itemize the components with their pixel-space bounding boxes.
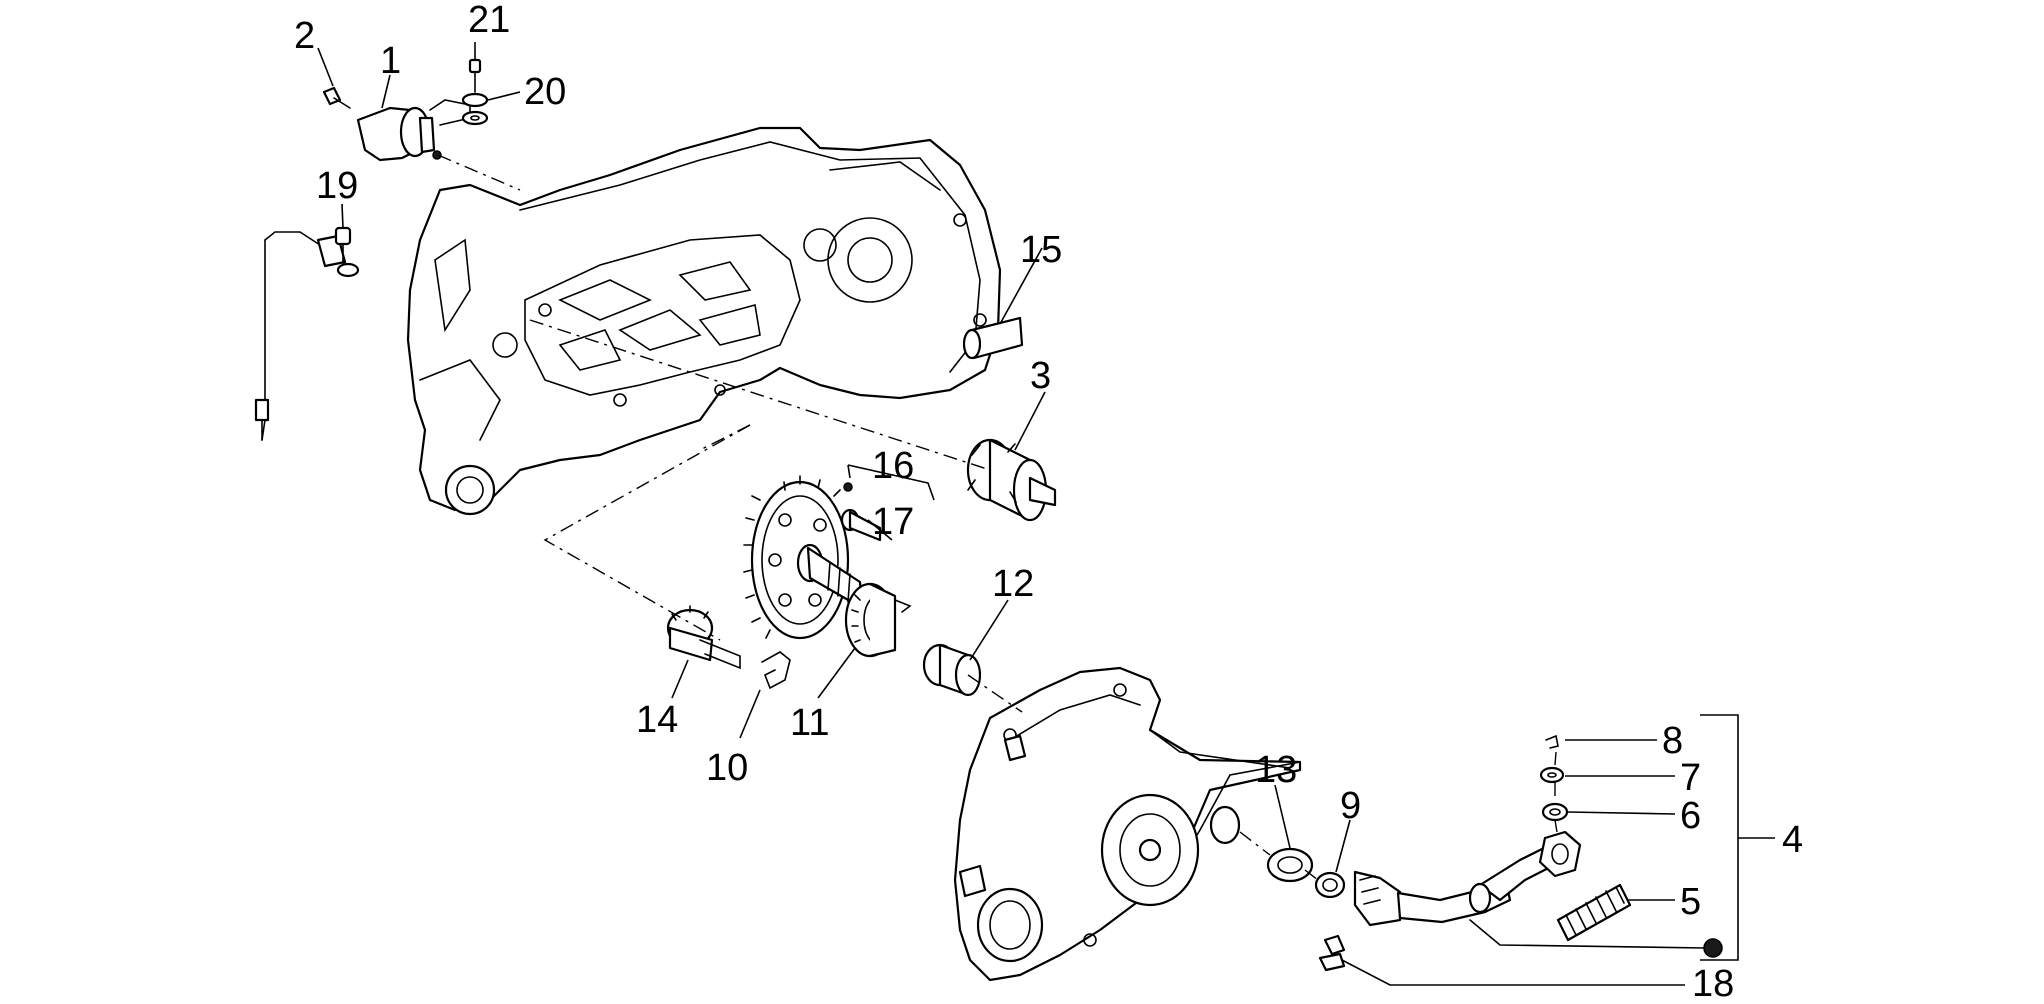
driven-gear-16 <box>743 475 864 640</box>
starter-gear-11 <box>844 582 912 658</box>
assembly-lines <box>437 154 1558 881</box>
callout-10: 10 <box>706 747 748 789</box>
callout-12: 12 <box>992 563 1034 605</box>
callout-14: 14 <box>636 699 678 741</box>
callout-13: 13 <box>1255 749 1297 791</box>
callout-3: 3 <box>1030 355 1051 397</box>
circlip-10 <box>761 651 791 690</box>
clip-8 <box>1545 734 1559 749</box>
oil-seal-13 <box>1209 805 1314 883</box>
callout-6: 6 <box>1680 795 1701 837</box>
screw-2 <box>322 86 351 109</box>
callout-1: 1 <box>380 40 401 82</box>
callout-9: 9 <box>1340 785 1361 827</box>
bush-12 <box>922 643 982 697</box>
starter-pinion-14 <box>666 605 741 670</box>
bolt-21 <box>468 58 482 93</box>
leader-lines <box>317 42 1775 986</box>
washer-7 <box>1539 766 1565 784</box>
callout-21: 21 <box>468 0 510 41</box>
callout-18: 18 <box>1692 963 1734 999</box>
cable-assembly-19 <box>254 226 360 441</box>
callout-16: 16 <box>872 445 914 487</box>
screw-18 <box>1318 934 1346 972</box>
callout-7: 7 <box>1680 757 1701 799</box>
rubber-grip-5 <box>1556 883 1632 942</box>
callout-20: 20 <box>524 71 566 113</box>
o-ring-9 <box>1314 871 1346 899</box>
starter-motor <box>356 99 471 162</box>
callout-4: 4 <box>1782 819 1803 861</box>
crankcase-housing <box>406 126 1002 516</box>
drive-shaft-3 <box>966 438 1057 522</box>
transmission-cover <box>953 666 1302 982</box>
callout-8: 8 <box>1662 720 1683 762</box>
washer-20 <box>461 92 489 126</box>
callout-5: 5 <box>1680 881 1701 923</box>
kick-starter-lever <box>1353 830 1706 949</box>
callout-2: 2 <box>294 15 315 57</box>
callout-11: 11 <box>790 702 829 744</box>
callout-labels: 1 2 3 4 5 6 7 8 9 10 11 12 13 14 15 16 1… <box>294 0 1803 1004</box>
rubber-plug-15 <box>962 316 1024 360</box>
callout-15: 15 <box>1020 229 1062 271</box>
callout-19: 19 <box>316 165 358 207</box>
washer-6 <box>1541 802 1569 822</box>
callout-17: 17 <box>872 501 914 543</box>
